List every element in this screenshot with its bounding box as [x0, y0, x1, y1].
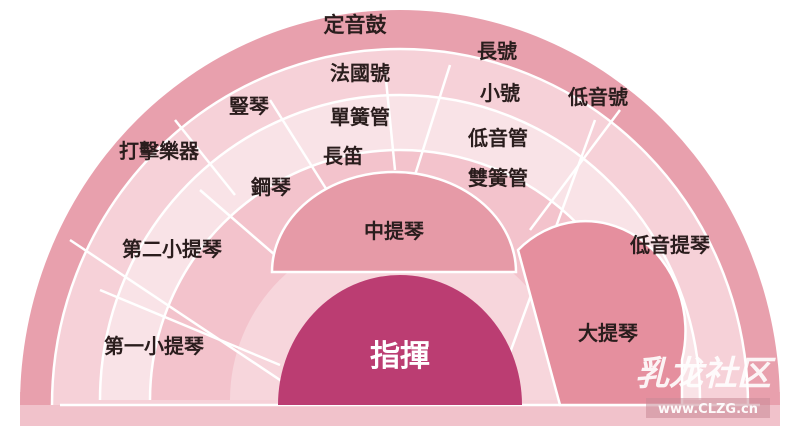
label-clarinet: 單簧管: [330, 105, 390, 129]
label-timpani: 定音鼓: [324, 13, 388, 37]
label-percussion: 打擊樂器: [119, 139, 200, 163]
label-piano: 鋼琴: [251, 175, 292, 199]
viola-section: [270, 170, 518, 274]
label-bassoon: 低音管: [467, 126, 528, 150]
label-oboe: 雙簧管: [468, 166, 528, 190]
label-harp: 豎琴: [229, 94, 270, 118]
label-viola: 中提琴: [364, 219, 425, 243]
label-flute: 長笛: [323, 144, 363, 168]
label-cello: 大提琴: [578, 321, 639, 345]
label-second-violin: 第二小提琴: [122, 237, 223, 261]
watermark-url-bg: [646, 398, 770, 418]
watermark-url: www.CLZG.cn: [658, 402, 758, 417]
label-small-trumpet: 小號: [480, 81, 520, 105]
conductor-area: [278, 275, 522, 405]
watermark-logo: 乳龙社区: [635, 354, 776, 394]
label-first-violin: 第一小提琴: [104, 334, 205, 358]
label-double-bass: 低音提琴: [629, 233, 711, 257]
label-conductor: 指揮: [370, 339, 430, 374]
cello-section: [516, 219, 687, 407]
label-french-horn: 法國號: [330, 61, 390, 85]
label-trumpet: 長號: [477, 39, 517, 63]
label-tuba: 低音號: [567, 85, 628, 109]
